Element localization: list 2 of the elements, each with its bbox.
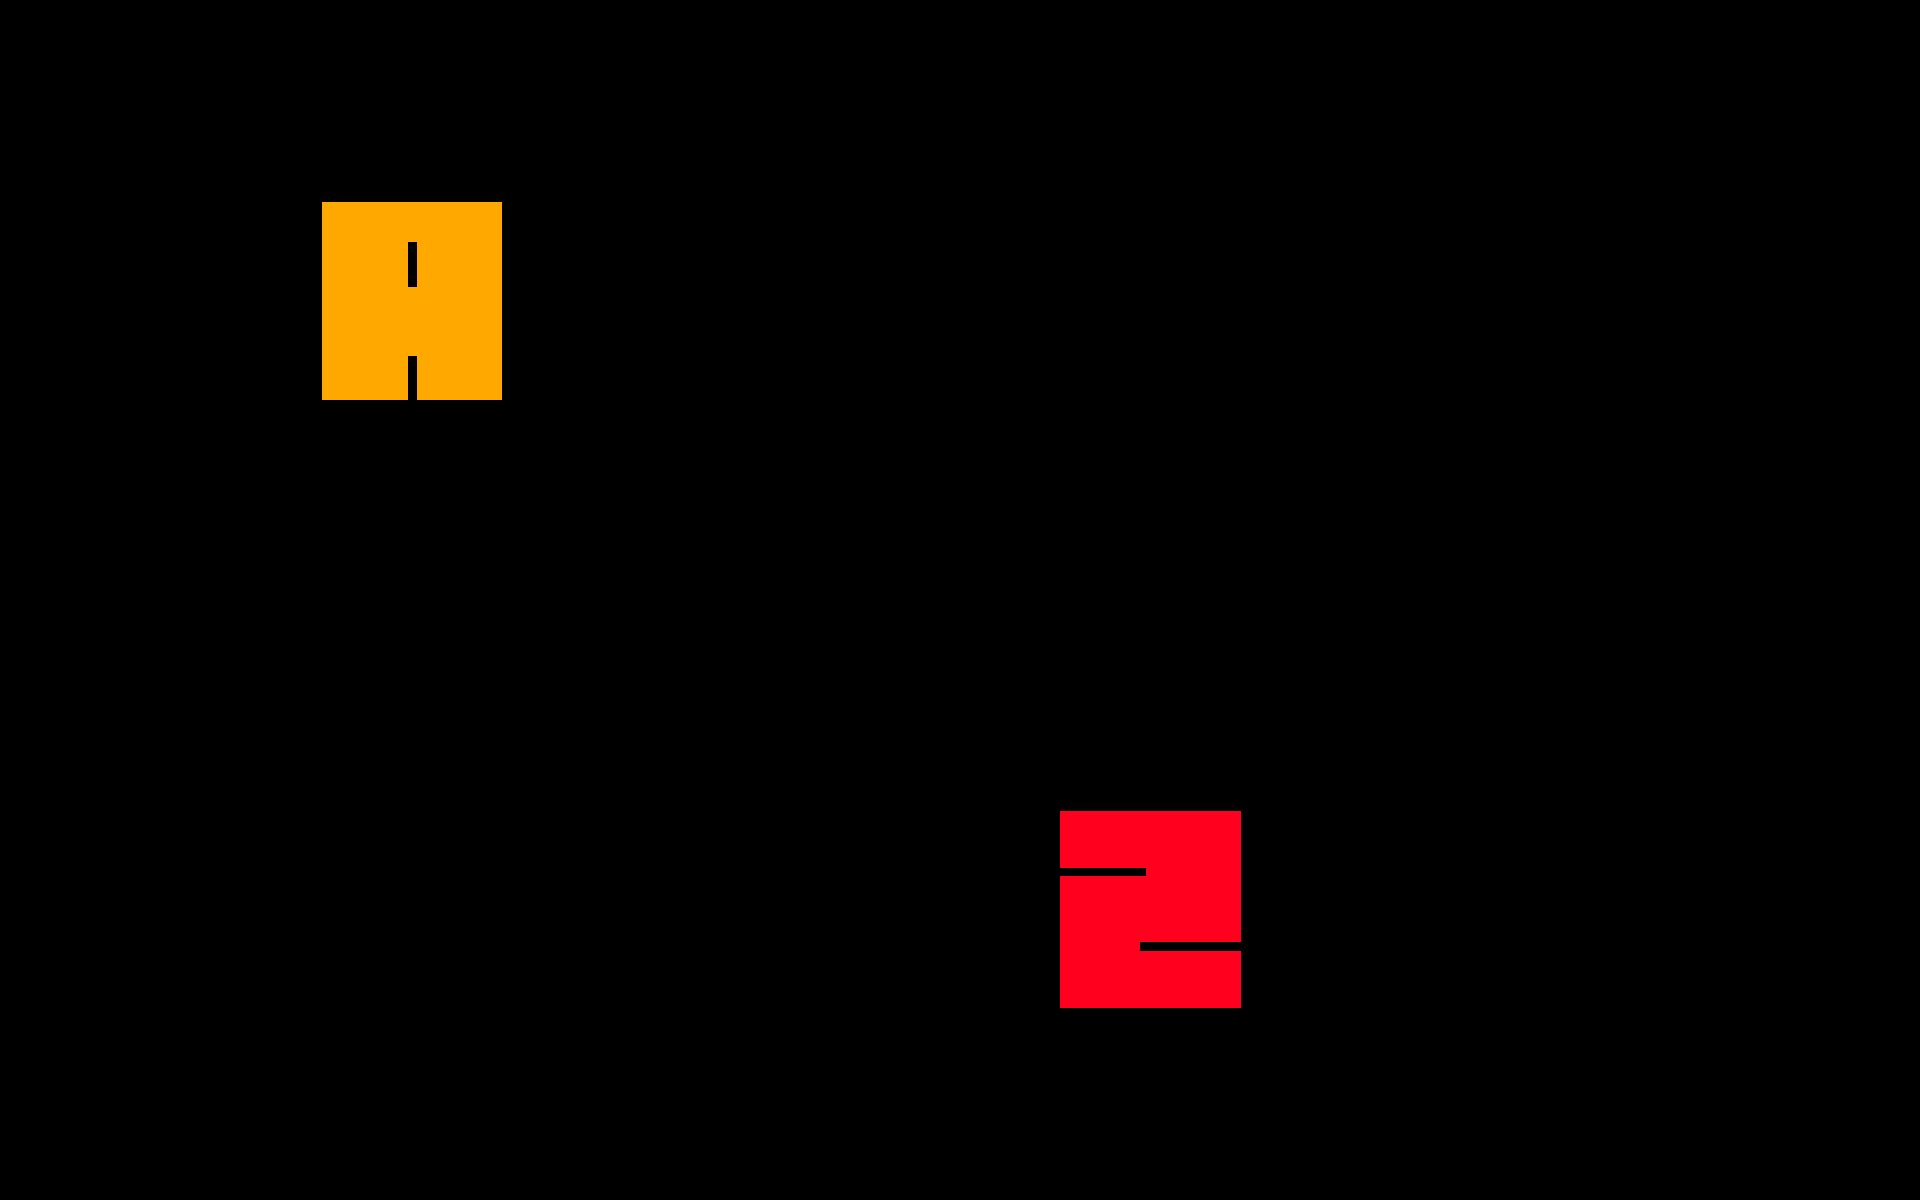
square-block bbox=[1060, 811, 1241, 1008]
square-block bbox=[322, 202, 502, 400]
